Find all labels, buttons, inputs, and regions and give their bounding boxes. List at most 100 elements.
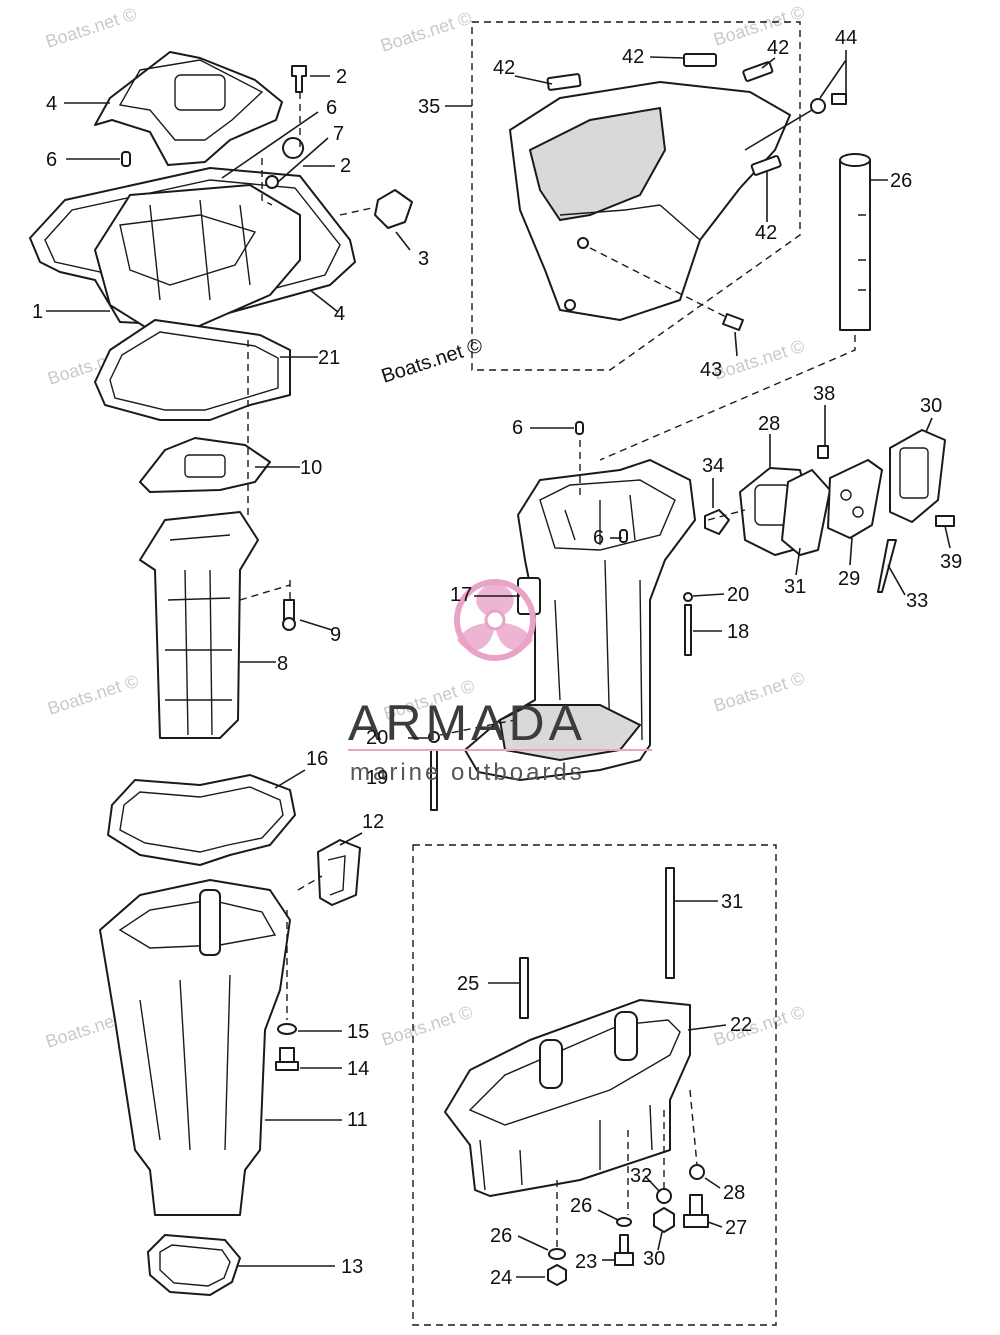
callout-label: 42 (493, 57, 515, 79)
leader-4 (309, 289, 339, 313)
callout-label: 4 (46, 93, 57, 115)
callout-label: 42 (622, 46, 644, 68)
clip-13-detail (327, 855, 346, 896)
cover-35-shape (889, 429, 946, 523)
guide-line (439, 719, 516, 736)
callout-label: 30 (920, 395, 942, 417)
water-tube-top (839, 153, 871, 167)
leader-13 (339, 832, 363, 846)
dowel-pin-shape (575, 421, 584, 435)
rubber-pad-shape (546, 73, 582, 91)
logo-blade (476, 582, 514, 620)
bolt-18-shape (684, 604, 692, 656)
callout-label: 31 (721, 891, 743, 913)
leader-9 (299, 619, 333, 631)
bolt-14-shape (279, 1047, 295, 1063)
washer-26-shape (616, 1217, 632, 1227)
callout-label: 24 (490, 1267, 512, 1289)
gasket-21-shape (94, 319, 291, 421)
leader-43 (734, 331, 738, 357)
upper-casing-ribs (119, 214, 257, 286)
nut-30-shape (653, 1207, 675, 1233)
exhaust-guide-ribs (165, 534, 232, 701)
apron-hole (577, 237, 589, 249)
seal-plate-window (184, 454, 226, 478)
gasket-36-shape (781, 469, 831, 556)
callout-label: 7 (333, 123, 344, 145)
callout-label: 33 (906, 590, 928, 612)
nut-25-shape (547, 1264, 567, 1286)
callout-label: 26 (570, 1195, 592, 1217)
callout-label: 27 (725, 1217, 747, 1239)
apron-hole (564, 299, 576, 311)
callout-label: 20 (727, 584, 749, 606)
callout-label: 2 (336, 66, 347, 88)
lower-housing-contours (139, 974, 231, 1151)
copyright-mark: Boats.net © (379, 334, 486, 387)
leader-38 (944, 525, 951, 549)
plug-shape (374, 189, 413, 229)
guide-line (689, 1089, 698, 1166)
callout-label: 9 (330, 624, 341, 646)
callout-label: 11 (347, 1109, 368, 1131)
plate-34-hole (840, 489, 852, 501)
bolt-head-shape (282, 137, 305, 159)
bolt-shape (291, 65, 307, 93)
mid-casing-ribs (564, 494, 636, 545)
bolt-9-head (282, 617, 296, 631)
callout-label: 12 (362, 811, 384, 833)
extension-22-boss (614, 1011, 638, 1061)
gasket-16-shape (107, 774, 296, 866)
callout-label: 3 (418, 248, 429, 270)
armada-logo: ARMADA marine outboards (348, 579, 652, 786)
callout-label: 22 (730, 1014, 752, 1036)
guide-line (744, 109, 813, 151)
callout-label: 13 (341, 1256, 363, 1278)
mount-plate-inner (118, 59, 264, 141)
bolt-14-head (275, 1061, 299, 1071)
callout-label: 17 (450, 584, 472, 606)
leader-42c (761, 57, 776, 69)
lower-housing-boss (199, 889, 221, 956)
callout-label: 1 (32, 301, 43, 323)
stud-29-shape (665, 867, 675, 979)
washer-shape (265, 175, 279, 189)
callout-label: 35 (418, 96, 440, 118)
mount-plate-window (174, 74, 226, 111)
leader-36 (795, 547, 801, 576)
plate-34-shape (827, 459, 883, 539)
callout-label: 6 (46, 149, 57, 171)
callout-label: 38 (813, 383, 835, 405)
apron-edge (559, 204, 701, 241)
watermark-text: Boats.net © (711, 336, 807, 384)
screw-43-shape (722, 313, 744, 331)
extension-22-contours (479, 1104, 653, 1191)
watermark-text: Boats.net © (45, 671, 141, 719)
dowel-pin-shape (121, 151, 131, 167)
guide-line (339, 207, 373, 216)
gasket-12-shape (147, 1234, 241, 1296)
guide-line (261, 158, 273, 206)
callout-label: 14 (347, 1058, 369, 1080)
leader-3 (395, 231, 411, 251)
callout-label: 6 (326, 97, 337, 119)
leader-35 (925, 417, 933, 433)
guide-line (589, 247, 729, 319)
guide-line (297, 875, 323, 891)
callout-label: 42 (767, 37, 789, 59)
watermark-text: Boats.net © (43, 4, 139, 52)
callout-label: 39 (940, 551, 962, 573)
leader-22 (687, 1024, 727, 1031)
leader-39 (887, 564, 906, 596)
watermark-text: Boats.net © (379, 1002, 475, 1050)
leader-34 (849, 537, 853, 566)
callout-label: 43 (700, 359, 722, 381)
rubber-pad-shape (742, 61, 774, 82)
washer-15-shape (277, 1023, 297, 1035)
leader-lines (46, 50, 951, 1278)
plate-34-hole (852, 506, 864, 518)
lower-left-group (99, 774, 361, 1296)
leader-6b (221, 111, 319, 179)
